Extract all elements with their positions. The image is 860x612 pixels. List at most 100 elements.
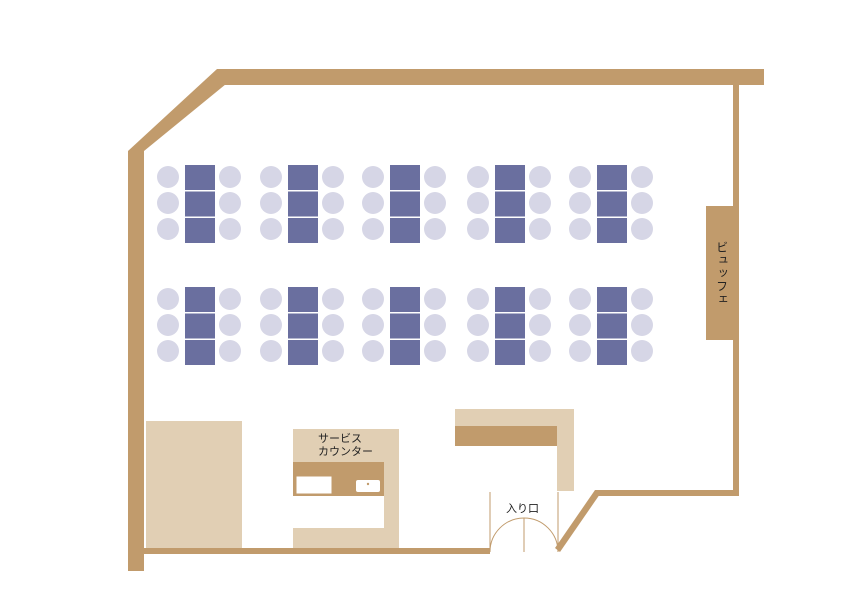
table: [390, 165, 420, 190]
chair: [157, 314, 179, 336]
chair: [529, 192, 551, 214]
chair: [157, 192, 179, 214]
sink-left: [295, 475, 333, 495]
chair: [219, 288, 241, 310]
chair: [260, 166, 282, 188]
chair: [219, 314, 241, 336]
table-group: [260, 287, 344, 365]
table: [185, 165, 215, 190]
chair: [467, 192, 489, 214]
table-group: [467, 287, 551, 365]
chair: [631, 288, 653, 310]
table: [495, 287, 525, 312]
chair: [322, 340, 344, 362]
chair: [467, 288, 489, 310]
chair: [424, 314, 446, 336]
chair: [529, 314, 551, 336]
chair: [219, 192, 241, 214]
chair: [362, 288, 384, 310]
table-group: [569, 287, 653, 365]
table: [495, 191, 525, 217]
table: [185, 218, 215, 243]
chair: [157, 288, 179, 310]
chair: [529, 166, 551, 188]
chair: [529, 288, 551, 310]
chair: [631, 340, 653, 362]
table: [288, 165, 318, 190]
chair: [260, 192, 282, 214]
seating-area: [157, 165, 653, 365]
table: [185, 191, 215, 217]
chair: [467, 340, 489, 362]
table: [288, 191, 318, 217]
chair: [260, 340, 282, 362]
table-group: [467, 165, 551, 243]
entrance-doors: [489, 492, 559, 553]
table: [495, 313, 525, 339]
chair: [467, 218, 489, 240]
chair: [157, 166, 179, 188]
table-group: [157, 287, 241, 365]
table: [288, 218, 318, 243]
table: [597, 340, 627, 365]
chair: [569, 166, 591, 188]
chair: [322, 314, 344, 336]
chair: [529, 218, 551, 240]
table: [495, 340, 525, 365]
table: [597, 313, 627, 339]
table: [185, 287, 215, 312]
chair: [362, 340, 384, 362]
chair: [219, 166, 241, 188]
chair: [569, 218, 591, 240]
chair: [260, 288, 282, 310]
table: [390, 287, 420, 312]
chair: [569, 340, 591, 362]
chair: [322, 166, 344, 188]
chair: [157, 218, 179, 240]
service-counter-label-line1: サービス: [318, 432, 362, 445]
buffet-label: ビュッフェ: [714, 240, 729, 306]
chair: [322, 288, 344, 310]
chair: [362, 314, 384, 336]
table: [288, 313, 318, 339]
chair: [362, 218, 384, 240]
chair: [219, 340, 241, 362]
chair: [631, 218, 653, 240]
table: [495, 218, 525, 243]
chair: [424, 288, 446, 310]
table: [597, 218, 627, 243]
chair: [424, 340, 446, 362]
chair: [362, 192, 384, 214]
table-group: [157, 165, 241, 243]
service-counter-label: サービス カウンター: [318, 432, 373, 458]
table-group: [569, 165, 653, 243]
table: [597, 165, 627, 190]
table: [185, 313, 215, 339]
chair: [424, 166, 446, 188]
table: [390, 218, 420, 243]
chair: [569, 192, 591, 214]
chair: [424, 192, 446, 214]
chair: [467, 314, 489, 336]
chair: [424, 218, 446, 240]
table: [597, 191, 627, 217]
chair: [260, 218, 282, 240]
service-counter: [293, 429, 399, 551]
table: [288, 340, 318, 365]
chair: [569, 314, 591, 336]
chair: [322, 192, 344, 214]
chair: [529, 340, 551, 362]
buffet-table: [706, 206, 736, 340]
table-group: [260, 165, 344, 243]
chair: [631, 166, 653, 188]
chair: [157, 340, 179, 362]
chair: [569, 288, 591, 310]
sink-right: [356, 480, 380, 492]
table: [288, 287, 318, 312]
table: [597, 287, 627, 312]
table: [185, 340, 215, 365]
table-group: [362, 287, 446, 365]
table-group: [362, 165, 446, 243]
service-counter-label-line2: カウンター: [318, 445, 373, 458]
